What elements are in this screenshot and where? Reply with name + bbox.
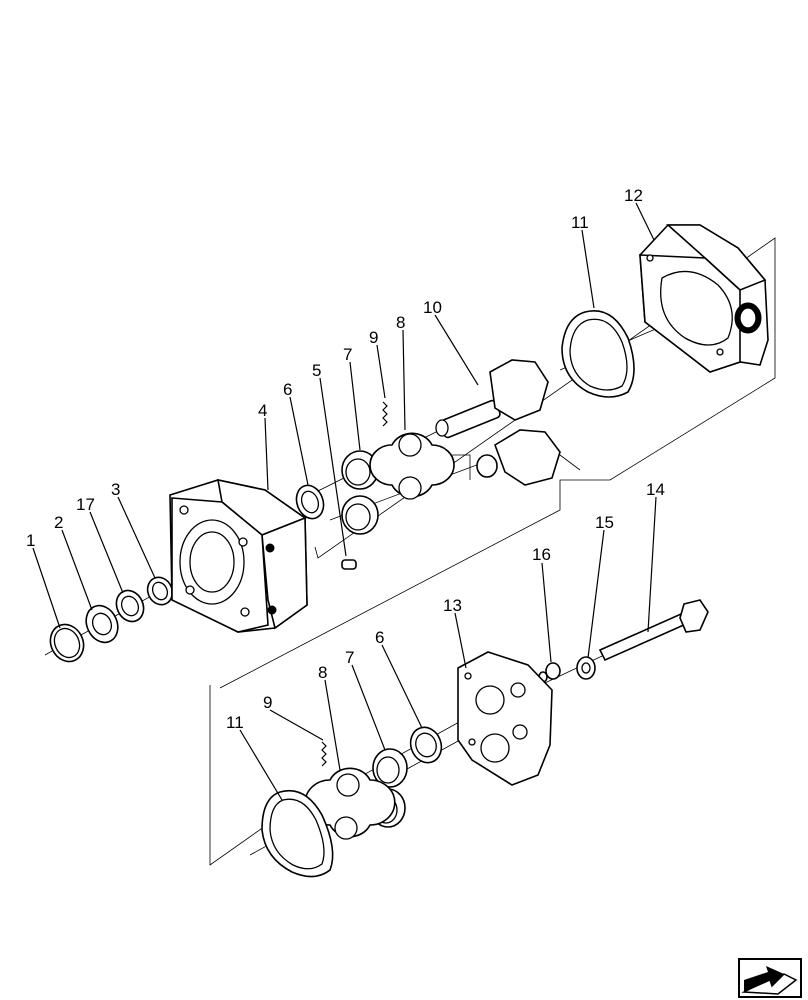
- callout-16: 16: [532, 545, 551, 564]
- callout-15: 15: [595, 513, 614, 532]
- part-spacer-ring: [295, 484, 325, 520]
- callout-1: 1: [26, 531, 35, 550]
- callout-3: 3: [111, 480, 120, 499]
- callout-labels: 1 2 17 3 4 6 5 7 9 8 10 11 12 14 15 16 1…: [26, 186, 665, 732]
- part-shaft-seal: [146, 576, 174, 606]
- part-mounting-flange: [169, 478, 308, 633]
- part-needle-bearings-upper: [341, 450, 379, 535]
- part-washer: [115, 589, 145, 623]
- next-page-arrow-icon[interactable]: [738, 958, 802, 998]
- part-bearing: [85, 604, 119, 644]
- part-gasket-upper: [561, 310, 635, 398]
- callout-5: 5: [312, 361, 321, 380]
- part-dowel-pin: [341, 559, 357, 570]
- part-seal-strip-lower: [321, 741, 327, 767]
- callout-8-upper: 8: [396, 313, 405, 332]
- callout-9-upper: 9: [369, 328, 378, 347]
- part-cover-plate: [457, 651, 553, 786]
- callout-10: 10: [423, 298, 442, 317]
- part-gasket-lower: [261, 790, 334, 878]
- callout-4: 4: [258, 401, 267, 420]
- callout-13: 13: [443, 596, 462, 615]
- leader-lines: [32, 202, 657, 801]
- callout-17: 17: [76, 495, 95, 514]
- callout-14: 14: [646, 480, 665, 499]
- part-retaining-ring: [49, 623, 85, 663]
- part-spacer-ring-lower: [409, 726, 443, 764]
- callout-6-upper: 6: [283, 380, 292, 399]
- callout-9-lower: 9: [263, 693, 272, 712]
- part-gear-set: [435, 359, 561, 486]
- callout-7-lower: 7: [345, 648, 354, 667]
- part-seal-strip-upper: [382, 401, 388, 427]
- callout-11-upper: 11: [571, 213, 589, 232]
- part-washer-lower: [576, 656, 596, 680]
- part-wear-plate-upper: [369, 432, 455, 500]
- callout-7-upper: 7: [343, 345, 352, 364]
- callout-12: 12: [624, 186, 643, 205]
- callout-8-lower: 8: [318, 663, 327, 682]
- part-pump-body: [639, 224, 769, 373]
- part-bolt: [598, 599, 709, 662]
- callout-6-lower: 6: [375, 628, 384, 647]
- callout-11-lower: 11: [226, 713, 244, 732]
- callout-2: 2: [54, 513, 63, 532]
